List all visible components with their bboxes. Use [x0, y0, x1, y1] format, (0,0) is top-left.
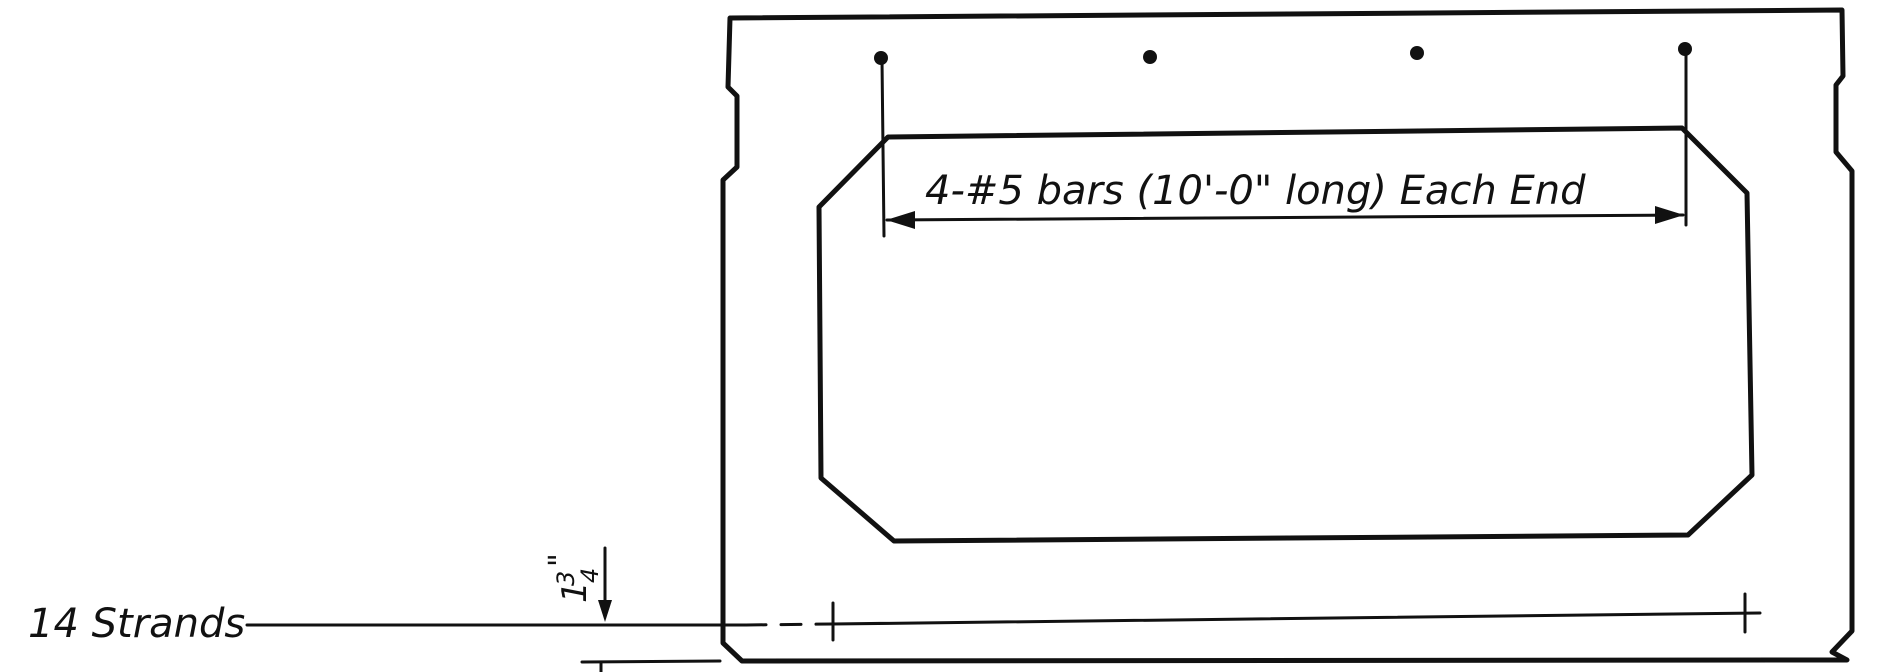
strands-dashed-segment	[744, 622, 834, 627]
strands-row-line	[830, 611, 1762, 626]
cover-dimension-baseline	[580, 659, 722, 664]
beam-outer-outline	[720, 7, 1855, 664]
rebar-dot-3	[1410, 46, 1424, 60]
cover-fraction-denominator: 4	[576, 568, 604, 583]
strands-label-text: 14 Strands	[28, 601, 245, 647]
cover-dimension-label: 1 3 4 "	[543, 553, 604, 603]
inner-void-outline	[816, 125, 1755, 544]
bar-extension-line-left	[880, 58, 886, 238]
dimension-arrow-left	[886, 211, 915, 229]
dimension-arrow-right	[1655, 206, 1684, 224]
cover-inch-mark: "	[543, 553, 578, 567]
bars-note-text: 4-#5 bars (10'-0" long) Each End	[925, 168, 1586, 214]
bars-dimension-line	[885, 213, 1685, 222]
cover-whole-number: 1	[555, 581, 595, 603]
cover-fraction-numerator: 3	[552, 571, 580, 586]
cover-dimension-arrow-down	[598, 600, 612, 622]
rebar-dot-2	[1143, 50, 1157, 64]
rebar-dot-1	[874, 51, 888, 65]
